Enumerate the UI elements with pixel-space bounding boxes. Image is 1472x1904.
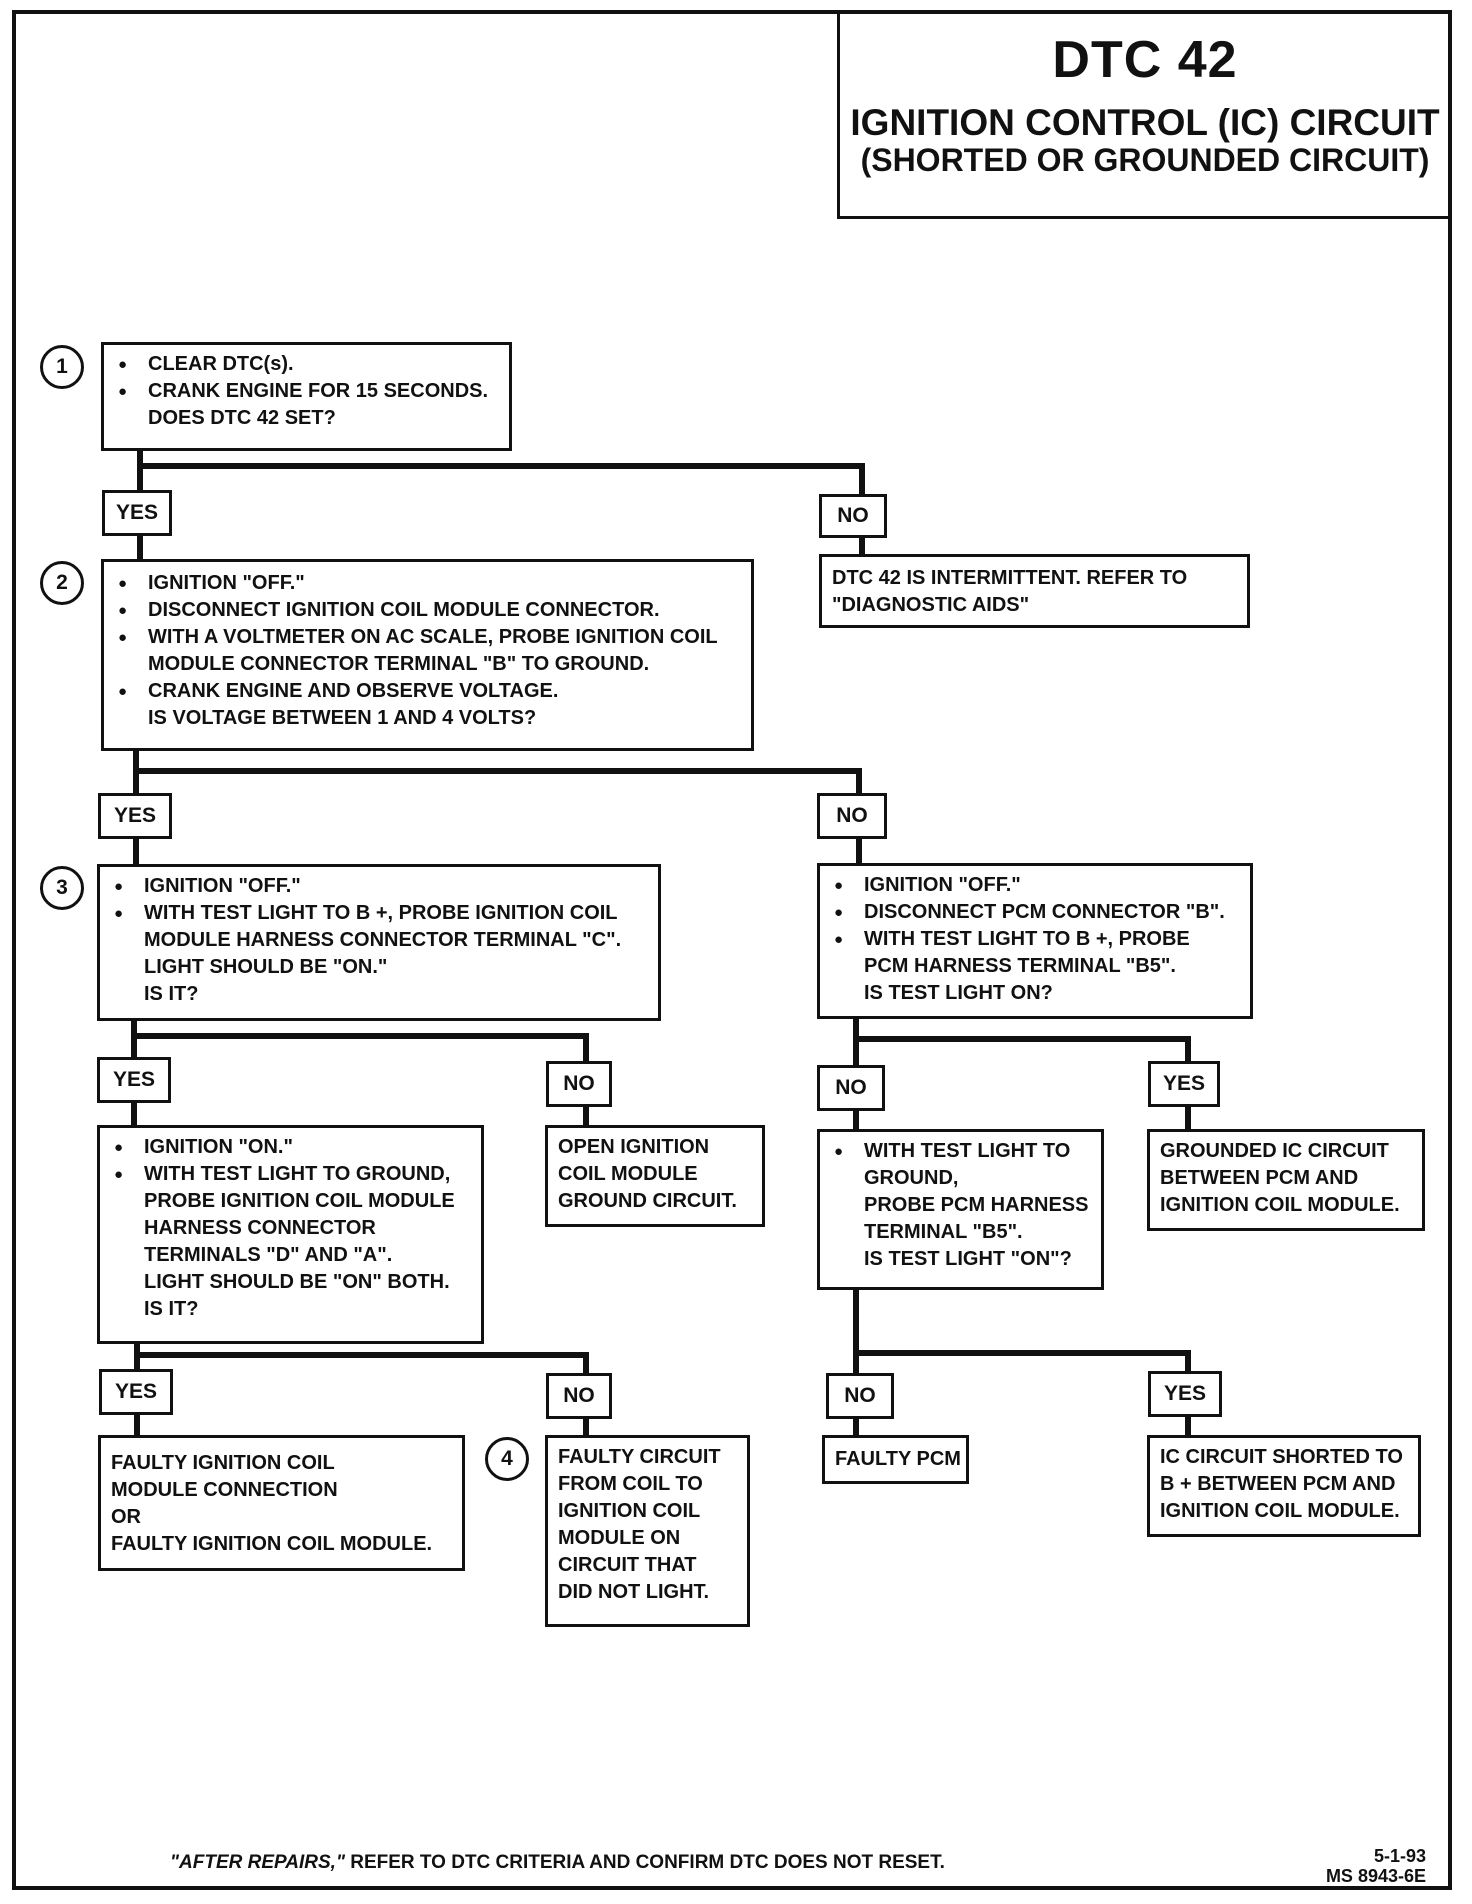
text-line: DTC 42 IS INTERMITTENT. REFER TO (832, 567, 1188, 589)
step-1-marker: 1 (40, 345, 84, 389)
step-3-box: IGNITION "OFF." WITH TEST LIGHT TO B +, … (97, 864, 661, 1021)
pcm-connector-check-box: IGNITION "OFF." DISCONNECT PCM CONNECTOR… (817, 863, 1253, 1019)
text-line: PROBE PCM HARNESS (864, 1194, 1089, 1216)
no-label: NO (546, 1373, 612, 1419)
yes-label: YES (99, 1369, 173, 1415)
text-line: MODULE CONNECTOR TERMINAL "B" TO GROUND. (148, 653, 650, 675)
step-3-marker: 3 (40, 866, 84, 910)
bullet: IGNITION "OFF." (114, 570, 741, 597)
text-line: FAULTY PCM (835, 1448, 961, 1470)
text-line: WITH TEST LIGHT TO B +, PROBE IGNITION C… (144, 902, 618, 924)
yes-label: YES (1148, 1061, 1220, 1107)
page-subtitle: (SHORTED OR GROUNDED CIRCUIT) (860, 142, 1430, 178)
text-line: DID NOT LIGHT. (558, 1581, 710, 1603)
after-repairs-note: "AFTER REPAIRS," REFER TO DTC CRITERIA A… (170, 1852, 945, 1874)
document-id: 5-1-93 MS 8943-6E (1296, 1846, 1426, 1886)
bullet: WITH TEST LIGHT TO B +, PROBE IGNITION C… (110, 900, 648, 981)
bullet: CRANK ENGINE AND OBSERVE VOLTAGE. (114, 678, 741, 705)
title-block: DTC 42 IGNITION CONTROL (IC) CIRCUIT (SH… (837, 12, 1450, 219)
faulty-pcm-box: FAULTY PCM (822, 1435, 969, 1484)
text-line: GROUNDED IC CIRCUIT (1160, 1140, 1389, 1162)
ic-shorted-box: IC CIRCUIT SHORTED TO B + BETWEEN PCM AN… (1147, 1435, 1421, 1537)
bullet: WITH TEST LIGHT TO GROUND, PROBE IGNITIO… (110, 1161, 471, 1296)
module-ground-test-box: IGNITION "ON." WITH TEST LIGHT TO GROUND… (97, 1125, 484, 1344)
text-line: COIL MODULE (558, 1163, 698, 1185)
text-line: OR (111, 1506, 141, 1528)
bullet: DISCONNECT IGNITION COIL MODULE CONNECTO… (114, 597, 741, 624)
yes-label: YES (102, 490, 172, 536)
text-line: GROUND, (864, 1167, 959, 1189)
text-line: WITH A VOLTMETER ON AC SCALE, PROBE IGNI… (148, 626, 718, 648)
text-line: "DIAGNOSTIC AIDS" (832, 594, 1030, 616)
text-line: FAULTY CIRCUIT (558, 1446, 721, 1468)
text-line: TERMINAL "B5". (864, 1221, 1023, 1243)
open-ground-circuit-box: OPEN IGNITION COIL MODULE GROUND CIRCUIT… (545, 1125, 765, 1227)
yes-label: YES (1148, 1371, 1222, 1417)
text-line: IC CIRCUIT SHORTED TO (1160, 1446, 1403, 1468)
bullet: IGNITION "ON." (110, 1134, 471, 1161)
faulty-module-box: FAULTY IGNITION COIL MODULE CONNECTION O… (98, 1435, 465, 1571)
step-2-marker: 2 (40, 561, 84, 605)
bullet: WITH TEST LIGHT TO B +, PROBE PCM HARNES… (830, 926, 1240, 980)
no-label: NO (546, 1061, 612, 1107)
text-line: LIGHT SHOULD BE "ON" BOTH. (144, 1271, 450, 1293)
text-line: IGNITION COIL MODULE. (1160, 1194, 1400, 1216)
after-repairs-emphasis: "AFTER REPAIRS," (170, 1852, 345, 1873)
question: IS VOLTAGE BETWEEN 1 AND 4 VOLTS? (148, 707, 537, 729)
dtc-code: DTC 42 (1052, 31, 1238, 89)
after-repairs-text: REFER TO DTC CRITERIA AND CONFIRM DTC DO… (344, 1852, 945, 1873)
doc-date: 5-1-93 (1373, 1846, 1426, 1866)
text-line: PROBE IGNITION COIL MODULE (144, 1190, 455, 1212)
doc-number: MS 8943-6E (1325, 1866, 1426, 1886)
question: IS IT? (144, 983, 199, 1005)
text-line: MODULE ON (558, 1527, 681, 1549)
step-1-box: CLEAR DTC(s). CRANK ENGINE FOR 15 SECOND… (101, 342, 512, 451)
text-line: BETWEEN PCM AND (1160, 1167, 1359, 1189)
text-line: WITH TEST LIGHT TO GROUND, (144, 1163, 451, 1185)
no-label: NO (819, 494, 887, 538)
no-label: NO (826, 1373, 894, 1419)
grounded-ic-circuit-box: GROUNDED IC CIRCUIT BETWEEN PCM AND IGNI… (1147, 1129, 1425, 1231)
b5-ground-test-box: WITH TEST LIGHT TO GROUND, PROBE PCM HAR… (817, 1129, 1104, 1290)
faulty-circuit-box: FAULTY CIRCUIT FROM COIL TO IGNITION COI… (545, 1435, 750, 1627)
question: DOES DTC 42 SET? (148, 407, 336, 429)
question: IS IT? (144, 1298, 199, 1320)
text-line: TERMINALS "D" AND "A". (144, 1244, 393, 1266)
question: IS TEST LIGHT ON? (864, 982, 1053, 1004)
step-2-box: IGNITION "OFF." DISCONNECT IGNITION COIL… (101, 559, 754, 751)
text-line: PCM HARNESS TERMINAL "B5". (864, 955, 1176, 977)
text-line: FAULTY IGNITION COIL MODULE. (111, 1533, 433, 1555)
text-line: IS TEST LIGHT "ON"? (864, 1248, 1072, 1270)
bullet: IGNITION "OFF." (110, 873, 648, 900)
bullet: DISCONNECT PCM CONNECTOR "B". (830, 899, 1240, 926)
text-line: FAULTY IGNITION COIL (111, 1452, 335, 1474)
no-label: NO (817, 1065, 885, 1111)
text-line: OPEN IGNITION (558, 1136, 710, 1158)
text-line: HARNESS CONNECTOR (144, 1217, 376, 1239)
text-line: IGNITION COIL MODULE. (1160, 1500, 1400, 1522)
text-line: GROUND CIRCUIT. (558, 1190, 737, 1212)
text-line: LIGHT SHOULD BE "ON." (144, 956, 388, 978)
text-line: WITH TEST LIGHT TO (864, 1140, 1071, 1162)
yes-label: YES (97, 1057, 171, 1103)
step-4-marker: 4 (485, 1437, 529, 1481)
bullet: CRANK ENGINE FOR 15 SECONDS. (114, 378, 499, 405)
bullet: CLEAR DTC(s). (114, 351, 499, 378)
intermittent-box: DTC 42 IS INTERMITTENT. REFER TO "DIAGNO… (819, 554, 1250, 628)
text-line: MODULE CONNECTION (111, 1479, 338, 1501)
text-line: WITH TEST LIGHT TO B +, PROBE (864, 928, 1190, 950)
bullet: WITH A VOLTMETER ON AC SCALE, PROBE IGNI… (114, 624, 741, 678)
bullet: IGNITION "OFF." (830, 872, 1240, 899)
text-line: B + BETWEEN PCM AND (1160, 1473, 1396, 1495)
page-border (12, 10, 1452, 1890)
text-line: MODULE HARNESS CONNECTOR TERMINAL "C". (144, 929, 622, 951)
no-label: NO (817, 793, 887, 839)
page-title: IGNITION CONTROL (IC) CIRCUIT (850, 102, 1440, 143)
text-line: CIRCUIT THAT (558, 1554, 697, 1576)
bullet: WITH TEST LIGHT TO GROUND, (830, 1138, 1091, 1192)
text-line: FROM COIL TO (558, 1473, 703, 1495)
text-line: IGNITION COIL (558, 1500, 701, 1522)
yes-label: YES (98, 793, 172, 839)
